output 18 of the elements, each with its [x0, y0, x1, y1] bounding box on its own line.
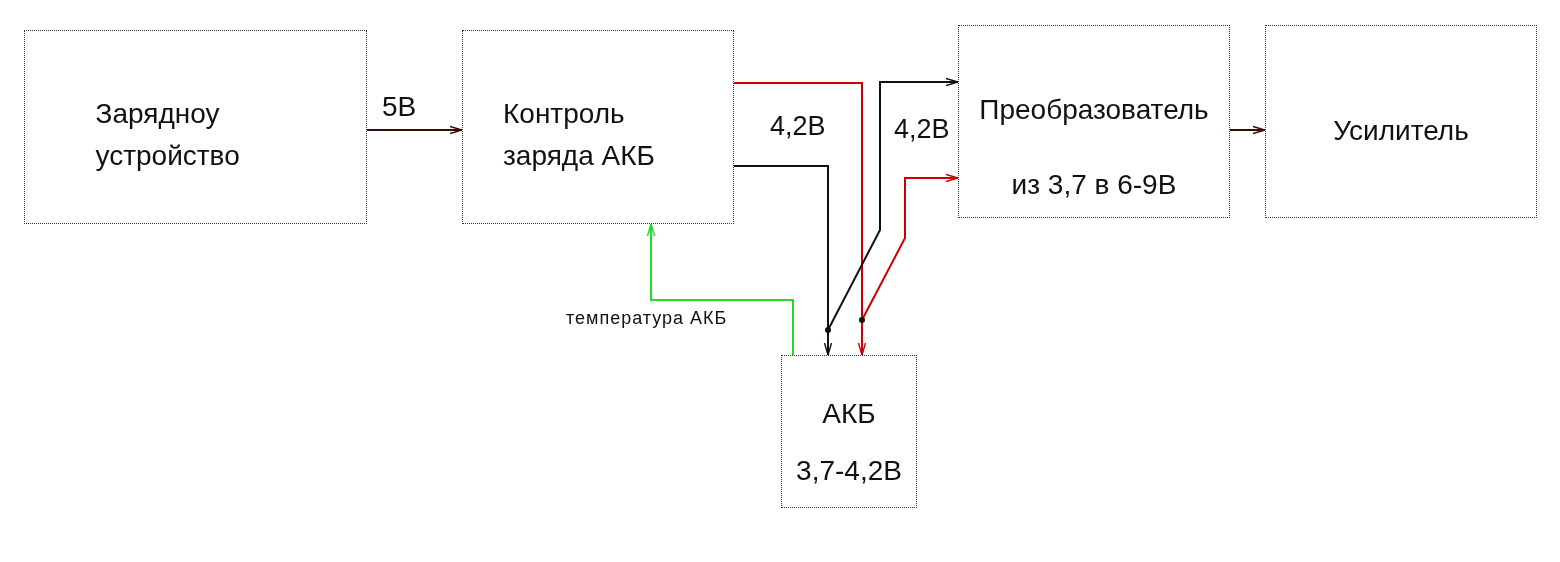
- block-box: [24, 30, 367, 224]
- block-label: АКБ: [822, 397, 876, 431]
- connector-arrow: [646, 223, 794, 356]
- connector-arrow: [1229, 125, 1266, 135]
- block-box: [1265, 25, 1537, 218]
- block-label: Преобразователь: [979, 93, 1209, 127]
- voltage-label: 4,2В: [894, 113, 950, 146]
- block-box: [958, 25, 1230, 218]
- voltage-label: 4,2В: [770, 110, 826, 143]
- block-label: Усилитель: [1333, 114, 1469, 148]
- connector-arrow: [366, 125, 463, 135]
- block-label: Зарядноу устройство: [95, 97, 241, 173]
- block-box: [462, 30, 734, 224]
- block-box: [781, 355, 917, 508]
- edge-label: температура АКБ: [566, 308, 728, 330]
- block-label: Контроль заряда АКБ: [503, 97, 656, 173]
- block-label: 3,7-4,2В: [796, 454, 902, 488]
- block-label: из 3,7 в 6-9В: [1011, 168, 1177, 202]
